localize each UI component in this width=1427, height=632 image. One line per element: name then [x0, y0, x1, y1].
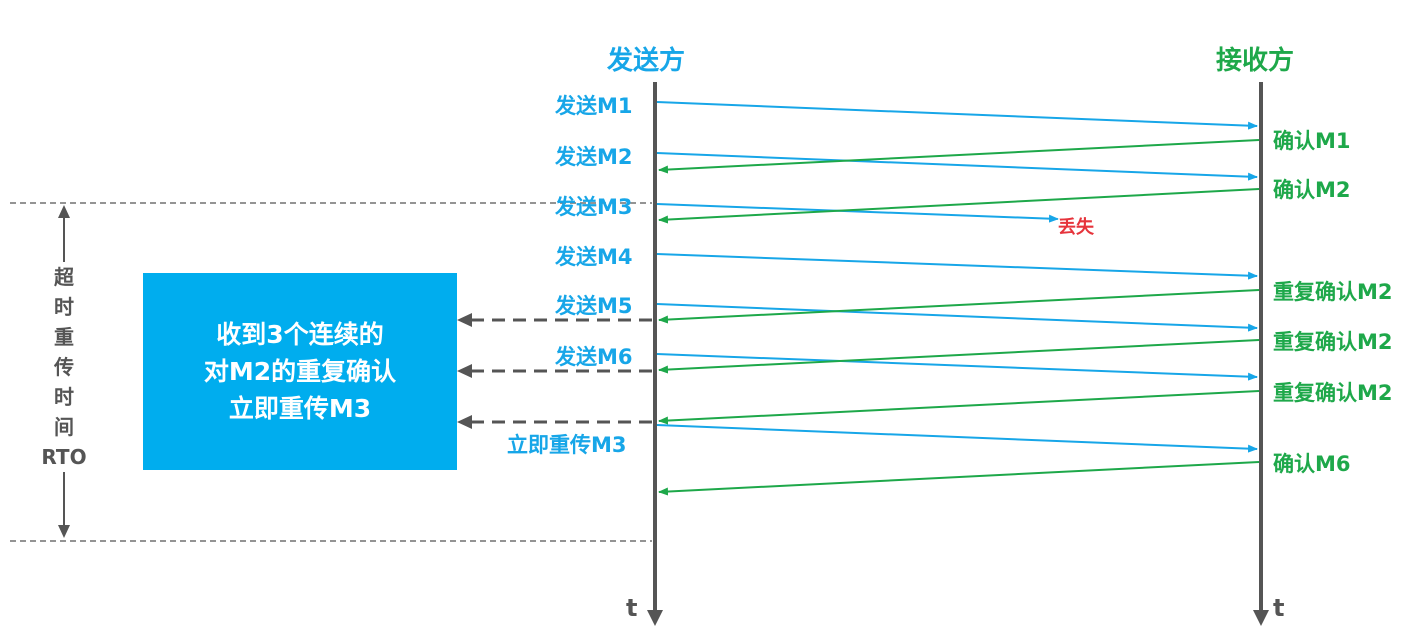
- send-arrow-m4: [656, 253, 1258, 280]
- ack-arrow-m6: [658, 461, 1260, 496]
- send-arrow-m5: [656, 303, 1258, 332]
- ack-label-m2: 确认M2: [1273, 178, 1351, 202]
- rto-char-5: 时: [46, 382, 82, 412]
- ack-arrow-m1: [658, 139, 1260, 174]
- dup-ack-label-3: 重复确认M2: [1273, 381, 1393, 405]
- send-arrow-m6: [656, 353, 1258, 381]
- sender-timeline-arrowhead: [647, 610, 663, 626]
- rto-char-2: 时: [46, 292, 82, 322]
- info-box-line-3: 立即重传M3: [228, 394, 372, 423]
- rto-char-1: 超: [46, 262, 82, 292]
- send-arrow-m1: [656, 101, 1258, 130]
- send-label-m6: 发送M6: [555, 345, 633, 369]
- rto-abbr: RTO: [38, 442, 90, 472]
- dup-ack-pointer-2-head: [457, 364, 472, 378]
- rto-char-6: 间: [46, 412, 82, 442]
- send-label-m4: 发送M4: [555, 245, 633, 269]
- send-label-m5: 发送M5: [555, 294, 633, 318]
- ack-label-m6: 确认M6: [1273, 452, 1351, 476]
- ack-arrow-m2: [658, 188, 1260, 224]
- dup-ack-label-2: 重复确认M2: [1273, 330, 1393, 354]
- receiver-time-label: t: [1273, 594, 1285, 622]
- send-label-m2: 发送M2: [555, 145, 633, 169]
- send-arrow-m3-lost: [656, 203, 1059, 223]
- dup-ack-pointer-3-head: [457, 415, 472, 429]
- lost-label: 丢失: [1058, 217, 1094, 238]
- rto-char-3: 重: [46, 322, 82, 352]
- rto-char-4: 传: [46, 352, 82, 382]
- send-label-retransmit-m3: 立即重传M3: [507, 433, 627, 457]
- receiver-header: 接收方: [1216, 46, 1295, 76]
- info-box-line-2: 对M2的重复确认: [203, 357, 397, 386]
- dup-ack-label-1: 重复确认M2: [1273, 280, 1393, 304]
- send-arrow-m3-retransmit: [656, 424, 1258, 453]
- send-label-m3: 发送M3: [555, 195, 633, 219]
- send-label-m1: 发送M1: [555, 94, 633, 118]
- fast-retransmit-box: 收到3个连续的 对M2的重复确认 立即重传M3: [143, 273, 457, 470]
- receiver-timeline-arrowhead: [1253, 610, 1269, 626]
- info-box-line-1: 收到3个连续的: [216, 320, 384, 349]
- send-arrow-m2: [656, 152, 1258, 181]
- dup-ack-arrow-1: [658, 289, 1260, 324]
- sender-header: 发送方: [607, 46, 686, 76]
- rto-label: 超 时 重 传 时 间 RTO: [38, 262, 90, 472]
- dup-ack-arrow-2: [658, 339, 1260, 374]
- ack-label-m1: 确认M1: [1273, 129, 1351, 153]
- sender-time-label: t: [626, 594, 638, 622]
- dup-ack-arrow-3: [658, 390, 1260, 425]
- rto-arrow-bottom-head: [58, 525, 70, 538]
- rto-arrow-top-head: [58, 205, 70, 218]
- dup-ack-pointer-1-head: [457, 313, 472, 327]
